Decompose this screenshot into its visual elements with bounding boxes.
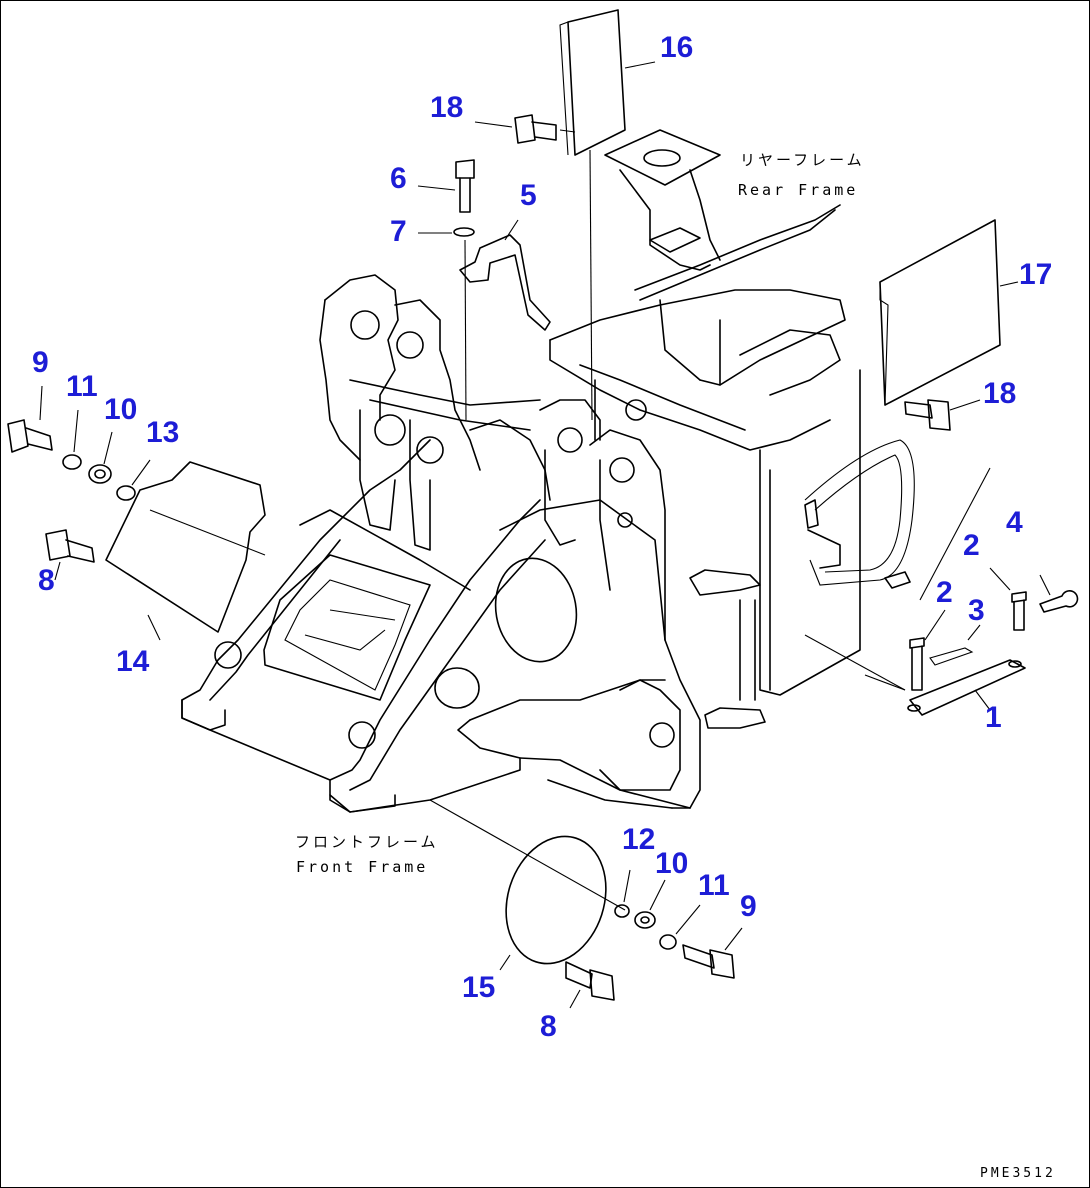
callout-10: 10: [655, 847, 689, 880]
rear-frame-label-jp: リヤーフレーム: [740, 151, 865, 169]
front-frame-label-en: Front Frame: [296, 858, 429, 876]
part-1-link: [909, 659, 1026, 716]
callout-9: 9: [740, 890, 757, 923]
callout-18: 18: [983, 377, 1017, 410]
callout-11: 11: [698, 869, 730, 902]
loose-parts: [7, 9, 1079, 1009]
part-14-cover: [105, 461, 266, 633]
callout-12: 12: [622, 823, 656, 856]
callout-3: 3: [968, 594, 985, 627]
front-frame-label-jp: フロントフレーム: [295, 833, 439, 851]
callout-2: 2: [936, 576, 953, 609]
part-16-cover: [567, 9, 626, 156]
rear-frame-label-en: Rear Frame: [738, 181, 859, 199]
callout-15: 15: [462, 971, 496, 1004]
rear-frame: [549, 129, 915, 729]
front-frame: [181, 274, 701, 911]
part-15-cover: [505, 835, 607, 965]
callout-11: 11: [66, 370, 98, 403]
callout-6: 6: [390, 162, 407, 195]
callout-8: 8: [38, 564, 55, 597]
callout-14: 14: [116, 645, 150, 678]
drawing-code: PME3512: [980, 1166, 1056, 1181]
callout-10: 10: [104, 393, 138, 426]
part-5-bracket: [459, 234, 551, 331]
callout-7: 7: [390, 215, 407, 248]
callout-18: 18: [430, 91, 464, 124]
callout-17: 17: [1019, 258, 1053, 291]
callout-13: 13: [146, 416, 180, 449]
callout-8: 8: [540, 1010, 557, 1043]
callout-1: 1: [985, 701, 1002, 734]
callout-2: 2: [963, 529, 980, 562]
callout-5: 5: [520, 179, 537, 212]
part-17-cover: [879, 219, 1001, 406]
callout-9: 9: [32, 346, 49, 379]
callout-4: 4: [1006, 506, 1023, 539]
callout-16: 16: [660, 31, 694, 64]
